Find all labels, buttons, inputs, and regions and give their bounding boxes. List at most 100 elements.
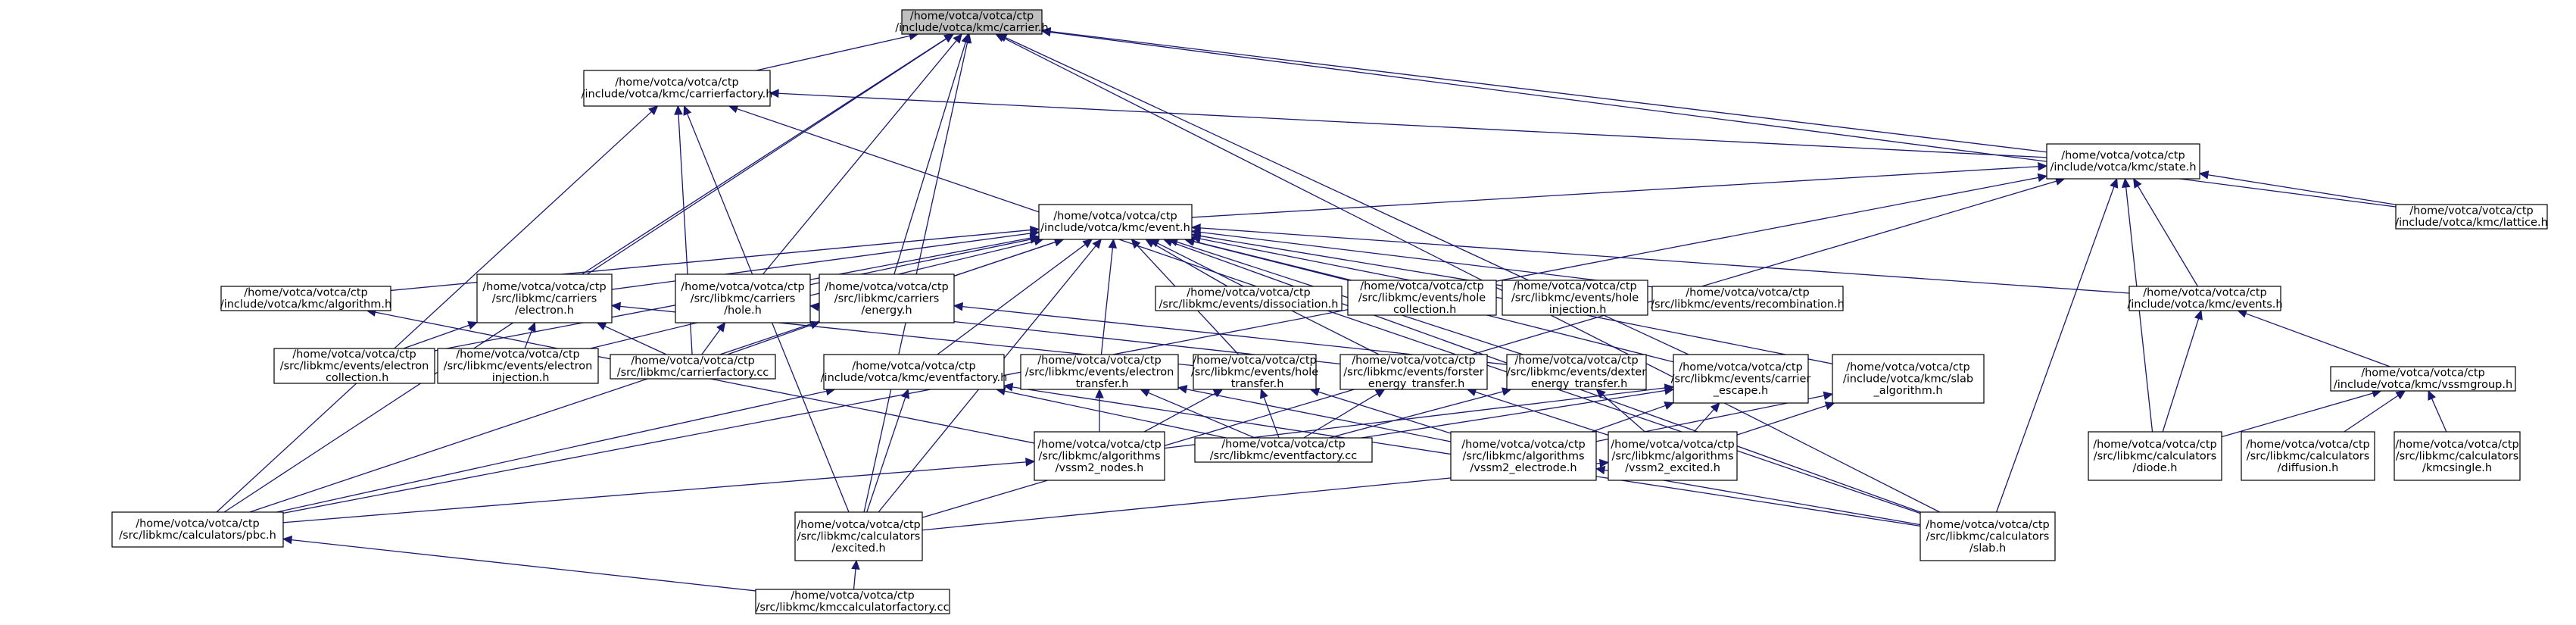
dependency-edge-kmccalculatorfactory-to-pbc (282, 535, 756, 592)
edge-line (853, 568, 856, 590)
node-label-line: /home/votca/votca/ctp (1037, 355, 1162, 367)
node-label-line: /home/votca/votca/ctp (456, 348, 580, 361)
file-node-events[interactable]: /home/votca/votca/ctp/include/votca/kmc/… (2127, 286, 2283, 311)
file-node-carrierfactory_cc[interactable]: /home/votca/votca/ctp/src/libkmc/carrier… (610, 354, 776, 380)
edge-line (1049, 30, 2047, 153)
arrowhead-icon (1190, 234, 1202, 243)
dependency-edge-pbc-to-eventfactory (276, 386, 836, 513)
file-node-kmccalculatorfactory[interactable]: /home/votca/votca/ctp/src/libkmc/kmccalc… (755, 589, 950, 614)
edge-line (2162, 318, 2200, 433)
arrowhead-icon (943, 33, 955, 43)
edge-line (1736, 405, 1827, 436)
file-node-carriers_energy[interactable]: /home/votca/votca/ctp/src/libkmc/carrier… (819, 273, 955, 323)
node-label-line: /home/votca/votca/ctp (1360, 280, 1484, 292)
node-box (1920, 511, 2056, 561)
node-box (675, 273, 811, 323)
file-node-forster[interactable]: /home/votca/votca/ctp/src/libkmc/events/… (1339, 354, 1488, 390)
node-label-line: /src/libkmc/events/electron (1025, 366, 1174, 378)
file-node-vssm2_electrode[interactable]: /home/votca/votca/ctp/src/libkmc/algorit… (1450, 431, 1597, 481)
arrowhead-icon (1710, 402, 1720, 413)
edge-line (1199, 227, 2130, 294)
file-node-eventfactory_cc[interactable]: /home/votca/votca/ctp/src/libkmc/eventfa… (1194, 437, 1373, 463)
node-label-line: /home/votca/votca/ctp (1053, 211, 1177, 223)
arrowhead-icon (2194, 309, 2203, 320)
node-box (1673, 354, 1809, 404)
file-node-kmcsingle[interactable]: /home/votca/votca/ctp/src/libkmc/calcula… (2394, 431, 2521, 481)
file-node-algorithm[interactable]: /home/votca/votca/ctp/include/votca/kmc/… (220, 286, 391, 311)
node-label-line: /diode.h (2133, 462, 2178, 474)
node-label-line: /src/libkmc/events/recombination.h (1651, 298, 1845, 311)
file-node-carriers_hole[interactable]: /home/votca/votca/ctp/src/libkmc/carrier… (675, 273, 811, 323)
node-label-line: /src/libkmc/algorithms (1462, 450, 1584, 462)
node-box (2088, 431, 2222, 481)
dependency-edge-vssm2_electrode-to-carrier_escape (1591, 402, 1675, 433)
node-label-line: _transfer.h (1225, 378, 1284, 390)
dependency-edge-carrierfactory_cc-to-carriers_energy (727, 320, 821, 355)
node-label-line: /vssm2_excited.h (1625, 462, 1720, 474)
node-label-line: /include/votca/kmc/slab (1843, 373, 1973, 385)
node-label-line: /home/votca/votca/ctp (1611, 439, 1735, 451)
dependency-edge-carrierfactory_cc-to-carriers_electron (596, 322, 667, 355)
arrowhead-icon (953, 33, 963, 44)
node-label-line: /diffusion.h (2278, 462, 2339, 474)
node-box (819, 273, 955, 323)
arrowhead-icon (467, 320, 479, 330)
file-node-vssmgroup[interactable]: /home/votca/votca/ctp/include/votca/kmc/… (2330, 366, 2516, 392)
file-node-vssm2_excited[interactable]: /home/votca/votca/ctp/src/libkmc/algorit… (1608, 431, 1738, 481)
file-node-electron_collection[interactable]: /home/votca/votca/ctp/src/libkmc/events/… (273, 348, 435, 384)
file-node-slab[interactable]: /home/votca/votca/ctp/src/libkmc/calcula… (1920, 511, 2056, 561)
file-node-dexter[interactable]: /home/votca/votca/ctp/src/libkmc/events/… (1506, 354, 1647, 390)
node-box (1450, 431, 1597, 481)
dependency-edge-excited-to-carrier (863, 33, 972, 513)
dependency-edge-hole_injection-to-event (1190, 231, 1503, 286)
node-label-line: /home/votca/votca/ctp (1037, 439, 1162, 451)
node-label-line: /home/votca/votca/ctp (825, 281, 949, 293)
file-node-vssm2_nodes[interactable]: /home/votca/votca/ctp/src/libkmc/algorit… (1034, 431, 1165, 481)
arrowhead-icon (2133, 177, 2142, 189)
edge-line (1328, 391, 1504, 439)
node-label-line: /electron.h (515, 305, 574, 317)
node-box (2394, 431, 2521, 481)
file-node-recombination[interactable]: /home/votca/votca/ctp/src/libkmc/events/… (1651, 286, 1845, 311)
file-node-electron_transfer[interactable]: /home/votca/votca/ctp/src/libkmc/events/… (1020, 354, 1179, 390)
file-node-event[interactable]: /home/votca/votca/ctp/include/votca/kmc/… (1038, 204, 1193, 240)
file-node-lattice[interactable]: /home/votca/votca/ctp/include/votca/kmc/… (2395, 204, 2548, 230)
node-label-line: _collection.h (320, 372, 389, 384)
dependency-edge-vssm2_excited-to-dexter (1595, 389, 1645, 433)
node-label-line: /src/libkmc/calculators (1926, 530, 2050, 542)
arrowhead-icon (851, 559, 860, 570)
node-label-line: /include/votca/kmc/carrierfactory.h (582, 89, 773, 101)
node-label-line: /src/libkmc/carrierfactory.cc (617, 367, 769, 379)
file-node-electron_injection[interactable]: /home/votca/votca/ctp/src/libkmc/events/… (437, 348, 599, 384)
node-label-line: /src/libkmc/events/electron (280, 360, 429, 372)
file-node-eventfactory[interactable]: /home/votca/votca/ctp/include/votca/kmc/… (821, 354, 1008, 390)
file-node-excited[interactable]: /home/votca/votca/ctp/src/libkmc/calcula… (794, 511, 923, 561)
dependency-edge-eventfactory_cc-to-dexter (1328, 387, 1512, 439)
node-label-line: /src/libkmc/events/dexter (1507, 366, 1646, 378)
node-label-line: _algorithm.h (1873, 385, 1942, 397)
file-node-pbc[interactable]: /home/votca/votca/ctp/src/libkmc/calcula… (111, 511, 284, 548)
edge-line (1602, 394, 1645, 433)
file-node-carriers_electron[interactable]: /home/votca/votca/ctp/src/libkmc/carrier… (476, 273, 613, 323)
edge-line (2137, 186, 2199, 287)
edge-line (778, 92, 2047, 158)
dependency-edge-hole_collection-to-event (1184, 237, 1352, 281)
file-node-hole_injection[interactable]: /home/votca/votca/ctp/src/libkmc/events/… (1502, 280, 1648, 316)
file-node-diode[interactable]: /home/votca/votca/ctp/src/libkmc/calcula… (2088, 431, 2222, 481)
file-node-slab_algorithm[interactable]: /home/votca/votca/ctp/include/votca/kmc/… (1832, 354, 1985, 404)
file-node-carrierfactory[interactable]: /home/votca/votca/ctp/include/votca/kmc/… (582, 70, 773, 107)
file-node-carrier_escape[interactable]: /home/votca/votca/ctp/src/libkmc/events/… (1671, 354, 1811, 404)
file-node-hole_collection[interactable]: /home/votca/votca/ctp/src/libkmc/events/… (1347, 280, 1497, 316)
edge-line (1152, 242, 1228, 287)
file-node-dissociation[interactable]: /home/votca/votca/ctp/src/libkmc/events/… (1155, 286, 1343, 311)
node-label-line: /slab.h (1969, 542, 2006, 555)
arrowhead-icon (2038, 161, 2048, 171)
node-label-line: /vssm2_electrode.h (1470, 462, 1576, 474)
node-label-line: /home/votca/votca/ctp (910, 11, 1034, 23)
edge-line (1148, 392, 1255, 439)
file-node-state[interactable]: /home/votca/votca/ctp/include/votca/kmc/… (2046, 143, 2200, 180)
file-node-hole_transfer[interactable]: /home/votca/votca/ctp/src/libkmc/events/… (1191, 354, 1318, 390)
edge-line (1191, 166, 2039, 218)
file-node-diffusion[interactable]: /home/votca/votca/ctp/src/libkmc/calcula… (2241, 431, 2375, 481)
edge-line (2245, 313, 2390, 367)
